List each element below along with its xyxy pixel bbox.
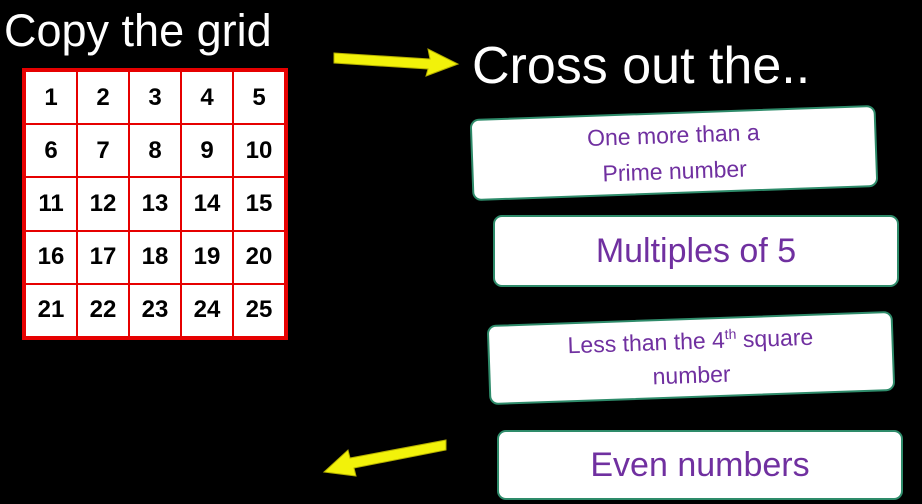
grid-cell: 7 — [77, 124, 129, 178]
grid-cell: 9 — [181, 124, 233, 178]
grid-cell: 17 — [77, 230, 129, 284]
grid-cell: 24 — [181, 283, 233, 337]
grid-cell: 16 — [25, 230, 77, 284]
grid-cell: 22 — [77, 283, 129, 337]
grid-cell: 20 — [233, 230, 285, 284]
grid-cell: 3 — [129, 71, 181, 125]
grid-cell: 13 — [129, 177, 181, 231]
prime-plus-one-card: One more than a Prime number — [469, 104, 879, 202]
grid-cell: 6 — [25, 124, 77, 178]
grid-cell: 18 — [129, 230, 181, 284]
even-numbers-card: Even numbers — [497, 430, 903, 500]
grid-cell: 23 — [129, 283, 181, 337]
grid-cell: 5 — [233, 71, 285, 125]
arrow-left-icon — [322, 439, 447, 477]
grid-cell: 10 — [233, 124, 285, 178]
arrow-right-icon — [333, 48, 460, 77]
grid-cell: 8 — [129, 124, 181, 178]
grid-cell: 25 — [233, 283, 285, 337]
card-text: Multiples of 5 — [595, 231, 797, 270]
card-text-line: One more than a — [586, 119, 761, 152]
copy-grid-heading: Copy the grid — [4, 5, 272, 56]
less-than-square-card: Less than the 4th square number — [486, 310, 896, 406]
grid-cell: 12 — [77, 177, 129, 231]
multiples-of-5-card: Multiples of 5 — [493, 215, 899, 287]
grid-cell: 19 — [181, 230, 233, 284]
card-text-line: Prime number — [601, 155, 748, 187]
grid-cell: 11 — [25, 177, 77, 231]
grid-cell: 21 — [25, 283, 77, 337]
card-text-line: number — [652, 360, 732, 390]
grid-cell: 2 — [77, 71, 129, 125]
grid-cell: 4 — [181, 71, 233, 125]
grid-cell: 14 — [181, 177, 233, 231]
card-text-line: Less than the 4th square — [567, 323, 814, 359]
cross-out-heading: Cross out the.. — [472, 37, 811, 95]
grid-cell: 15 — [233, 177, 285, 231]
grid-cell: 1 — [25, 71, 77, 125]
number-grid: 1 2 3 4 5 6 7 8 9 10 11 12 13 14 15 16 1… — [22, 68, 288, 340]
card-text: Even numbers — [590, 445, 810, 484]
